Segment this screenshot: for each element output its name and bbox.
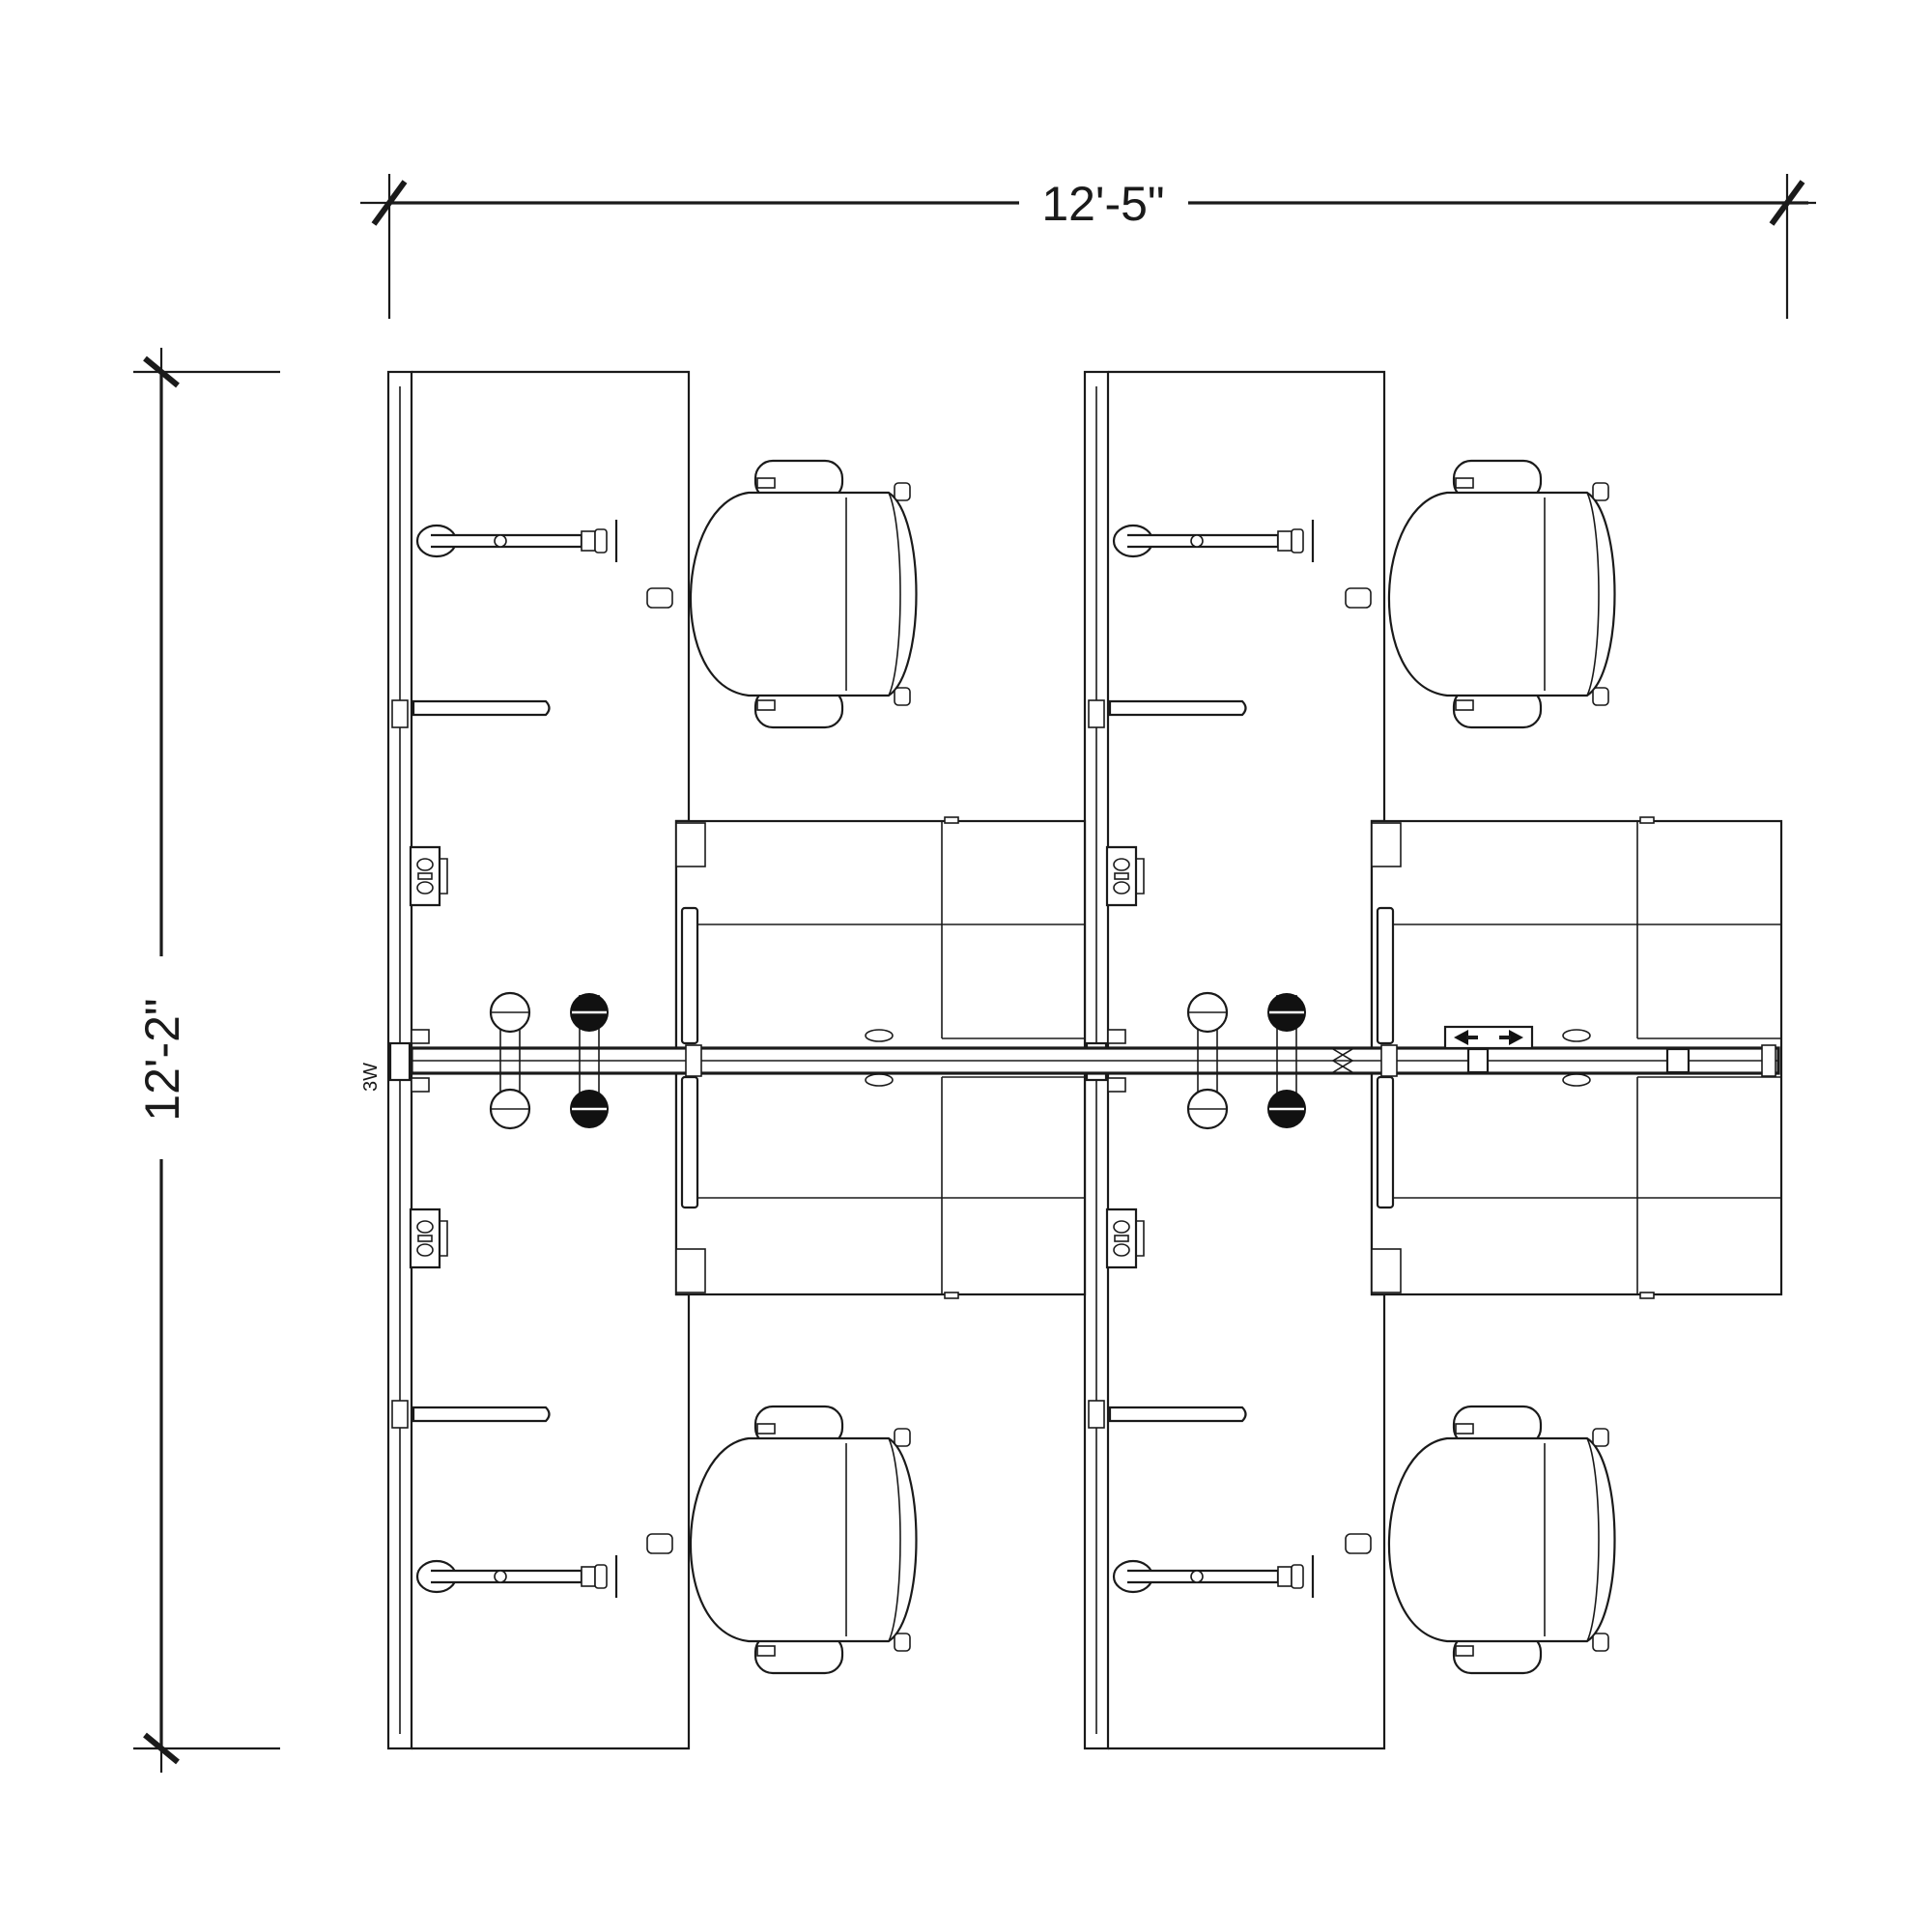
grommet-icon: [489, 991, 531, 1034]
direction-arrows-icon: [1443, 1025, 1534, 1050]
monitor-arm-icon: [1112, 518, 1315, 564]
power-outlet-icon: [1105, 845, 1146, 907]
cpu-holder-icon: [1265, 1088, 1308, 1130]
width-label: 12'-5": [1041, 177, 1164, 231]
grommet-icon: [489, 1088, 531, 1130]
panel-tag: 3W: [360, 1063, 382, 1092]
right-bottom-shelf: [1108, 1406, 1247, 1423]
width-dimension: 12'-5": [360, 174, 1816, 319]
right-top-shelf: [1108, 699, 1247, 717]
power-outlet-icon: [409, 845, 449, 907]
office-chair-icon: [1344, 459, 1616, 729]
height-dimension: 12'-2": [133, 348, 280, 1773]
center-divider-panel: [410, 1029, 1780, 1093]
cpu-holder-icon: [1265, 991, 1308, 1034]
left-bottom-shelf: [412, 1406, 551, 1423]
cpu-holder-icon: [568, 1088, 611, 1130]
grommet-icon: [1186, 1088, 1229, 1130]
height-label: 12'-2": [135, 998, 189, 1121]
office-chair-icon: [645, 459, 918, 729]
grommet-icon: [1186, 991, 1229, 1034]
monitor-arm-icon: [415, 1553, 618, 1600]
office-chair-icon: [1344, 1405, 1616, 1675]
monitor-arm-icon: [415, 518, 618, 564]
power-outlet-icon: [1105, 1208, 1146, 1269]
left-top-shelf: [412, 699, 551, 717]
power-outlet-icon: [409, 1208, 449, 1269]
monitor-arm-icon: [1112, 1553, 1315, 1600]
cpu-holder-icon: [568, 991, 611, 1034]
office-chair-icon: [645, 1405, 918, 1675]
left-panel-spine: [386, 370, 413, 1750]
